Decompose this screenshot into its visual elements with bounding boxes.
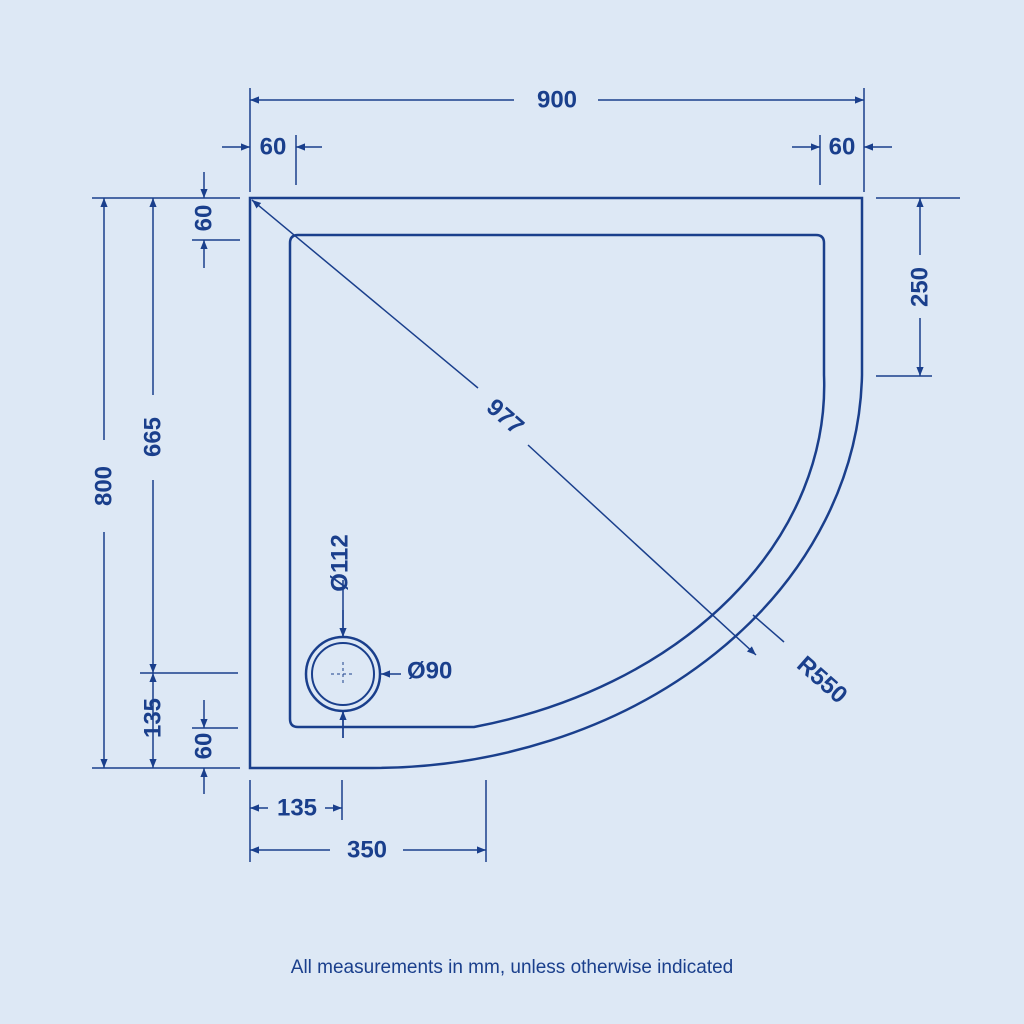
dim-left-rim-width: 60 [260,134,287,161]
dim-inner-depth: 665 [140,417,167,457]
measurements-footnote: All measurements in mm, unless otherwise… [290,957,734,978]
dim-waste-outer-diameter: Ø112 [327,534,354,591]
dimension-lines [100,96,924,854]
dim-waste-offset-bottom: 135 [140,698,167,738]
dim-right-rim-width: 60 [829,134,856,161]
dim-radius: R550 [792,651,853,709]
dim-overall-width: 900 [537,87,577,114]
dim-bottom-rim-depth: 60 [191,733,218,760]
dim-overall-depth: 800 [91,466,118,506]
dim-waste-inner-diameter: Ø90 [407,658,452,685]
dim-top-rim-depth: 60 [191,205,218,232]
dim-diagonal: 977 [481,394,529,441]
tray-outer-outline [248,196,864,770]
extension-lines [92,88,960,862]
dim-left-straight-section: 350 [347,837,387,864]
tray-inner-outline [288,233,826,729]
dim-right-straight-section: 250 [907,267,934,307]
waste-inner-circle [311,642,375,706]
dim-waste-offset-left: 135 [277,795,317,822]
